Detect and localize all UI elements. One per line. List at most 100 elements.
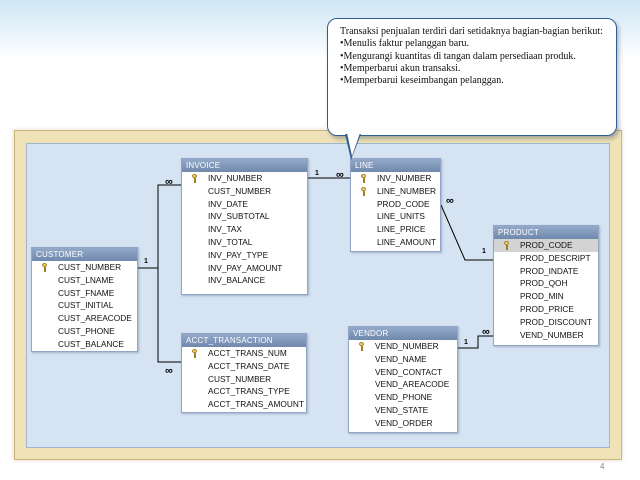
field-label: INV_BALANCE <box>208 275 266 286</box>
field-label: VEND_NUMBER <box>520 329 584 340</box>
rel-many-label: ∞ <box>482 326 490 338</box>
field-row[interactable]: PROD_PRICE <box>494 303 598 316</box>
primary-key-icon <box>361 174 366 183</box>
field-row[interactable]: PROD_CODE <box>494 239 598 252</box>
field-label: CUST_PHONE <box>58 325 115 336</box>
rel-line-product <box>440 204 493 261</box>
field-row[interactable]: ACCT_TRANS_AMOUNT <box>182 398 306 411</box>
field-label: CUST_NUMBER <box>208 373 272 384</box>
field-row[interactable]: VEND_NUMBER <box>349 340 457 353</box>
field-row[interactable]: CUST_PHONE <box>32 325 137 338</box>
field-label: PROD_QOH <box>520 278 568 289</box>
field-row[interactable]: INV_PAY_TYPE <box>182 249 307 262</box>
entity-title: VENDOR <box>349 327 457 340</box>
field-row[interactable]: PROD_CODE <box>351 198 440 211</box>
field-row[interactable]: INV_TAX <box>182 223 307 236</box>
entity-customer[interactable]: CUSTOMER CUST_NUMBER CUST_LNAME CUST_FNA… <box>31 247 138 352</box>
rel-many-label: ∞ <box>446 195 454 207</box>
field-row[interactable]: PROD_MIN <box>494 290 598 303</box>
field-row[interactable]: CUST_NUMBER <box>182 185 307 198</box>
callout-item: •Memperbarui keseimbangan pelanggan. <box>340 75 504 87</box>
rel-many-label: ∞ <box>165 176 173 188</box>
callout-text: Transaksi penjualan terdiri dari setidak… <box>340 26 612 87</box>
primary-key-icon <box>359 342 364 351</box>
field-row[interactable]: LINE_NUMBER <box>351 185 440 198</box>
field-label: VEND_NUMBER <box>375 341 439 351</box>
rel-customer-acct <box>138 267 181 363</box>
field-row[interactable]: PROD_DESCRIPT <box>494 252 598 265</box>
entity-title: ACCT_TRANSACTION <box>182 334 306 347</box>
field-label: ACCT_TRANS_TYPE <box>208 386 290 397</box>
field-row[interactable]: CUST_LNAME <box>32 274 137 287</box>
field-label: ACCT_TRANS_DATE <box>208 360 290 371</box>
field-row[interactable]: ACCT_TRANS_TYPE <box>182 385 306 398</box>
field-row[interactable]: VEND_CONTACT <box>349 366 457 379</box>
field-row[interactable]: INV_PAY_AMOUNT <box>182 262 307 275</box>
rel-many-label: ∞ <box>336 169 344 181</box>
field-label: LINE_NUMBER <box>377 185 437 196</box>
field-label: PROD_PRICE <box>520 303 574 314</box>
field-row[interactable]: VEND_NUMBER <box>494 329 598 342</box>
field-label: VEND_ORDER <box>375 417 433 428</box>
field-label: INV_NUMBER <box>208 173 263 183</box>
callout-item: •Memperbarui akun transaksi. <box>340 62 461 74</box>
rel-one-label: 1 <box>482 248 486 255</box>
rel-one-label: 1 <box>464 339 468 346</box>
field-label: PROD_CODE <box>377 198 430 209</box>
callout-intro: Transaksi penjualan terdiri dari setidak… <box>340 26 603 37</box>
field-label: LINE_AMOUNT <box>377 236 437 247</box>
field-row[interactable]: LINE_PRICE <box>351 223 440 236</box>
field-row[interactable]: CUST_NUMBER <box>182 373 306 386</box>
primary-key-icon <box>504 241 509 250</box>
callout-tail-inner <box>347 133 360 156</box>
field-label: CUST_FNAME <box>58 287 115 298</box>
field-row[interactable]: INV_BALANCE <box>182 274 307 287</box>
entity-product[interactable]: PRODUCT PROD_CODE PROD_DESCRIPT PROD_IND… <box>493 225 599 346</box>
field-row[interactable]: INV_DATE <box>182 198 307 211</box>
primary-key-icon <box>192 349 197 358</box>
field-row[interactable]: INV_NUMBER <box>182 172 307 185</box>
field-row[interactable]: VEND_PHONE <box>349 391 457 404</box>
field-row[interactable]: CUST_BALANCE <box>32 338 137 351</box>
field-row[interactable]: VEND_AREACODE <box>349 378 457 391</box>
entity-title: INVOICE <box>182 159 307 172</box>
field-label: PROD_DESCRIPT <box>520 252 591 263</box>
field-label: VEND_CONTACT <box>375 366 443 377</box>
field-row[interactable]: INV_NUMBER <box>351 172 440 185</box>
field-row[interactable]: CUST_NUMBER <box>32 261 137 274</box>
field-row[interactable]: VEND_STATE <box>349 404 457 417</box>
field-row[interactable]: PROD_INDATE <box>494 265 598 278</box>
field-row[interactable]: LINE_UNITS <box>351 210 440 223</box>
rel-many-label: ∞ <box>165 365 173 377</box>
primary-key-icon <box>192 174 197 183</box>
field-label: VEND_PHONE <box>375 392 433 403</box>
entity-title: LINE <box>351 159 440 172</box>
field-row[interactable]: ACCT_TRANS_NUM <box>182 347 306 360</box>
field-row[interactable]: CUST_INITIAL <box>32 299 137 312</box>
entity-title: PRODUCT <box>494 226 598 239</box>
field-row[interactable]: VEND_NAME <box>349 353 457 366</box>
field-row[interactable]: PROD_QOH <box>494 277 598 290</box>
field-row[interactable]: PROD_DISCOUNT <box>494 316 598 329</box>
rel-one-label: 1 <box>315 170 319 177</box>
field-row[interactable]: CUST_FNAME <box>32 287 137 300</box>
field-label: CUST_NUMBER <box>208 185 272 196</box>
field-row[interactable]: CUST_AREACODE <box>32 312 137 325</box>
field-row[interactable]: INV_SUBTOTAL <box>182 210 307 223</box>
field-label: PROD_MIN <box>520 291 564 302</box>
field-label: INV_PAY_TYPE <box>208 249 269 260</box>
field-row[interactable]: ACCT_TRANS_DATE <box>182 360 306 373</box>
entity-acct-transaction[interactable]: ACCT_TRANSACTION ACCT_TRANS_NUM ACCT_TRA… <box>181 333 307 413</box>
field-label: INV_TOTAL <box>208 236 253 247</box>
entity-invoice[interactable]: INVOICE INV_NUMBER CUST_NUMBER INV_DATE … <box>181 158 308 295</box>
rel-one-label: 1 <box>144 258 148 265</box>
field-row[interactable]: LINE_AMOUNT <box>351 236 440 249</box>
field-row[interactable]: INV_TOTAL <box>182 236 307 249</box>
entity-vendor[interactable]: VENDOR VEND_NUMBER VEND_NAME VEND_CONTAC… <box>348 326 458 433</box>
field-label: LINE_UNITS <box>377 211 425 222</box>
entity-line[interactable]: LINE INV_NUMBER LINE_NUMBER PROD_CODE LI… <box>350 158 441 252</box>
field-row[interactable]: VEND_ORDER <box>349 417 457 430</box>
field-label: INV_NUMBER <box>377 173 432 183</box>
field-label: ACCT_TRANS_NUM <box>208 348 287 358</box>
